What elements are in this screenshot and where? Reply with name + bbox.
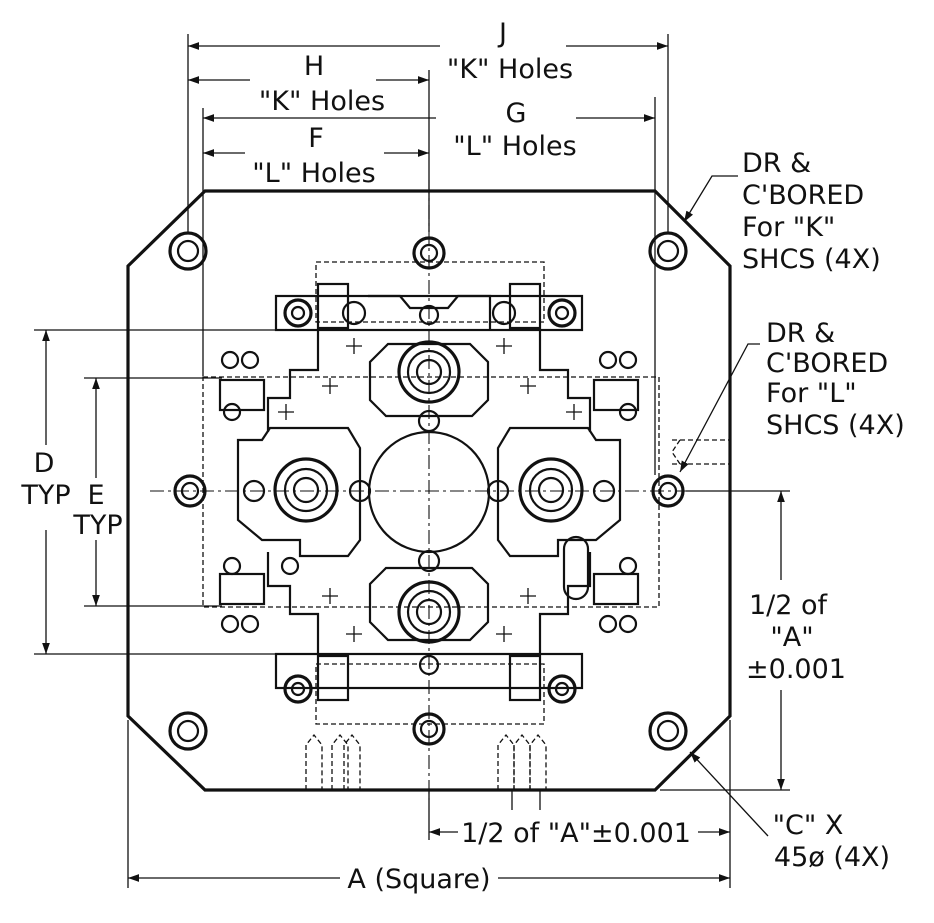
label-half-a-right-3: ±0.001 xyxy=(746,654,846,685)
label-chamfer-2: 45ø (4X) xyxy=(774,842,890,873)
base-plate xyxy=(126,189,732,792)
label-d: D xyxy=(34,448,55,479)
label-j: J xyxy=(497,18,507,49)
label-l-holes-f: "L" Holes xyxy=(252,158,375,189)
bottom-clamp-assembly xyxy=(266,549,592,704)
label-d-typ: TYP xyxy=(20,480,70,511)
center-marks xyxy=(278,338,582,642)
label-k-holes-h: "K" Holes xyxy=(259,86,385,117)
leader-lines xyxy=(679,175,769,837)
label-g: G xyxy=(506,98,527,129)
k-holes xyxy=(168,231,688,751)
dimension-lines xyxy=(42,42,785,882)
note-l-line-3: For "L" xyxy=(766,378,857,409)
label-f: F xyxy=(308,123,324,154)
label-l-holes-g: "L" Holes xyxy=(453,131,576,162)
left-clamp-assembly xyxy=(218,350,372,634)
label-e: E xyxy=(87,480,104,511)
label-half-a-right-1: 1/2 of xyxy=(749,590,829,621)
right-clamp-assembly xyxy=(486,350,640,634)
label-h: H xyxy=(304,51,324,82)
extension-lines xyxy=(34,34,790,888)
note-k-line-1: DR & xyxy=(742,148,811,179)
label-chamfer-1: "C" X xyxy=(773,810,844,841)
label-half-a-right-2: "A" xyxy=(770,622,813,653)
note-l-line-1: DR & xyxy=(766,318,835,349)
label-k-holes-j: "K" Holes xyxy=(447,54,573,85)
note-l-line-4: SHCS (4X) xyxy=(766,410,905,441)
note-k-line-4: SHCS (4X) xyxy=(742,244,881,275)
label-a-square: A (Square) xyxy=(347,864,490,895)
top-clamp-assembly xyxy=(266,282,592,433)
label-half-a-bottom: 1/2 of "A"±0.001 xyxy=(461,818,691,849)
label-e-typ: TYP xyxy=(72,510,122,541)
l-holes xyxy=(173,236,685,746)
hidden-outline-bottom xyxy=(315,663,545,725)
note-l-line-2: C'BORED xyxy=(766,348,888,379)
note-k-line-3: For "K" xyxy=(742,212,835,243)
note-k-line-2: C'BORED xyxy=(742,180,864,211)
